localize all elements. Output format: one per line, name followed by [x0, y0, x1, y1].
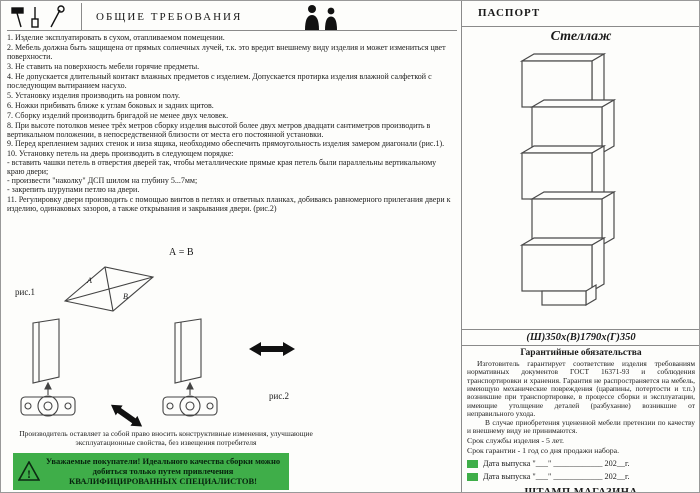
list-item: 6. Ножки прибивать ближе к углам боковых…: [7, 100, 214, 110]
date-text: Дата выпуска "___" ____________ 202__г.: [483, 459, 630, 469]
left-column: ОБЩИЕ ТРЕБОВАНИЯ 1. Изделие эксплуатиров…: [7, 3, 457, 215]
fig1-label: рис.1: [15, 287, 36, 297]
warning-box: ! Уважаемые покупатели! Идеального качес…: [13, 453, 289, 490]
left-header: ОБЩИЕ ТРЕБОВАНИЯ: [7, 3, 457, 31]
fig1-a-label: А: [86, 276, 92, 285]
requirements-list: 1. Изделие эксплуатировать в сухом, отап…: [7, 33, 457, 214]
fig2-label: рис.2: [269, 391, 290, 401]
fig1-box-diagram: А В: [63, 266, 155, 312]
section-title: ОБЩИЕ ТРЕБОВАНИЯ: [96, 10, 243, 23]
list-item: 10. Установку петель на дверь производит…: [7, 149, 437, 195]
diagonal-equation: А = В: [169, 247, 194, 258]
list-item: 11. Регулировку двери производить с помо…: [7, 195, 451, 214]
figures-area: А = В А В рис.1: [7, 245, 459, 433]
list-item: 9. Перед креплением задних стенок и низа…: [7, 139, 445, 149]
warning-icon: !: [18, 461, 40, 481]
fig2-hinge-diagram: [20, 318, 295, 427]
list-item: 7. Сборку изделий производить бригадой н…: [7, 110, 229, 120]
fig1-b-label: В: [123, 292, 128, 301]
list-item: 4. Не допускается длительный контакт вла…: [7, 71, 432, 90]
green-marker: [467, 472, 478, 481]
warranty-period: Срок гарантии - 1 год со дня продажи наб…: [467, 446, 620, 456]
date-line: Дата выпуска "___" ____________ 202__г.: [467, 459, 695, 468]
passport-title: ПАСПОРТ: [478, 7, 541, 19]
right-column: ПАСПОРТ Стеллаж: [462, 1, 699, 493]
store-stamp: ШТАМП МАГАЗИНА: [524, 487, 638, 493]
list-item: 3. Не ставить на поверхность мебели горя…: [7, 61, 200, 71]
date-line: Дата выпуска "___" ____________ 202__г.: [467, 472, 695, 481]
warranty-note: В случае приобретения уцененной мебели п…: [467, 417, 695, 435]
warning-text: Уважаемые покупатели! Идеального качеств…: [45, 456, 281, 487]
list-item: 5. Установку изделия производить на ровн…: [7, 90, 180, 100]
product-name: Стеллаж: [550, 29, 612, 44]
double-arrow-icon: [249, 342, 295, 356]
tools-icon: [7, 3, 82, 30]
double-arrow-icon: [110, 404, 143, 427]
list-item: 1. Изделие эксплуатировать в сухом, отап…: [7, 33, 225, 42]
list-item: 8. При высоте потолков менее трёх метров…: [7, 120, 431, 139]
list-item: 2. Мебель должна быть защищена от прямых…: [7, 42, 446, 61]
warning-exclamation: !: [27, 467, 31, 481]
shelf-drawing: [519, 52, 617, 307]
producer-note: Производитель оставляет за собой право в…: [19, 429, 313, 447]
column-divider: [461, 1, 462, 492]
dimensions: (Ш)350х(В)1790х(Г)350: [462, 329, 699, 346]
service-life: Срок службы изделия - 5 лет.: [467, 436, 564, 446]
right-lower-section: (Ш)350х(В)1790х(Г)350 Гарантийные обязат…: [462, 329, 699, 493]
header-divider: [462, 26, 699, 27]
green-marker: [467, 459, 478, 468]
warranty-text: Изготовитель гарантирует соответствие из…: [467, 359, 695, 419]
date-text: Дата выпуска "___" ____________ 202__г.: [483, 472, 630, 482]
two-persons-icon: [302, 4, 342, 30]
warranty-title: Гарантийные обязательства: [520, 348, 642, 358]
